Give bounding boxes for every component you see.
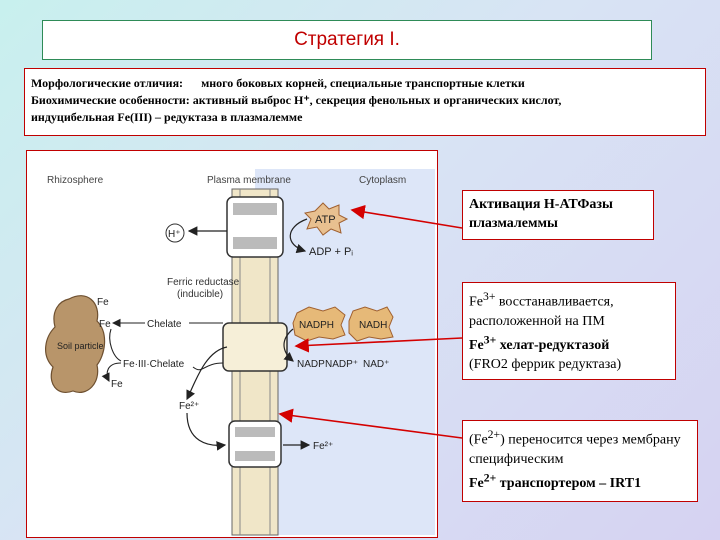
note-irt1-line1: ) переносится через мембрану специфическ… [469,432,681,467]
soil-particle-label: Soil particle [57,341,104,351]
atp-to-adp-arrow [289,218,308,254]
note-atpase-text: Активация H-АТФазы плазмалеммы [469,197,613,231]
cytoplasm-label: Cytoplasm [359,175,406,186]
note-reductase-line3: (FRO2 феррик редуктаза) [469,357,622,373]
fe-to-chelate-loop [109,328,122,362]
bio-text: активный выброс H⁺, секреция фенольных и… [192,93,562,107]
morph-row: Морфологические отличия: много боковых ко… [31,75,699,92]
morph-label: Морфологические отличия: [31,76,184,90]
fe2-uptake-arrow [186,412,227,451]
irt1-stripes-2 [235,451,275,461]
ferric-reductase-protein [222,322,288,372]
bio-label: Биохимические особенности: [31,93,190,107]
nadh-label: NADH [359,320,387,331]
note-irt1-line2: транспортером – IRT1 [496,476,642,492]
h-atpase-stripes [233,203,277,215]
rhizosphere-label: Rhizosphere [47,175,104,186]
nadph-star [292,306,346,342]
figure-box: Rhizosphere Plasma membrane Cytoplasm H⁺… [26,150,438,538]
reduction-arrow [186,346,228,401]
note-reductase-line1: восстанавливается, расположенной на ПМ [469,294,614,329]
note-reductase-fe-2: Fe [469,338,484,354]
h-plus-label: H⁺ [168,229,181,240]
fe-bottom-label: Fe [111,379,123,390]
chelate-label: Chelate [147,319,182,330]
nadph-oxidation-arrow [283,328,294,362]
nadh-star [348,306,394,342]
note-irt1-fe: (Fe [469,432,488,448]
note-irt1: (Fe2+) переносится через мембрану специф… [462,420,698,502]
h-atpase-stripes-2 [233,237,277,249]
soil-particle [45,295,106,393]
info-box: Морфологические отличия: много боковых ко… [24,68,706,136]
bio-row-2: индуцибельная Fe(III) – редуктаза в плаз… [31,109,699,126]
plasma-membrane-label: Plasma membrane [207,175,291,186]
nadp-label: NADP [297,359,325,370]
bio-text-2: индуцибельная Fe(III) – редуктаза в плаз… [31,110,303,124]
note-reductase-line2: хелат-редуктазой [496,338,610,354]
bio-row: Биохимические особенности: активный выбр… [31,92,699,109]
morph-text: много боковых корней, специальные трансп… [201,76,525,90]
fe-chelate-loop [192,362,224,371]
nadph-label: NADPH [299,320,334,331]
atp-label: ATP [315,214,336,226]
fe-top-label: Fe [97,297,109,308]
fe-mid-label: Fe [99,319,111,330]
h-plus-ion [165,223,185,243]
inducible-label: (inducible) [177,289,223,300]
ferric-reductase-label: Ferric reductase [167,277,240,288]
nad-label: NAD⁺ [363,359,389,370]
atp-star [303,202,349,236]
title-box: Стратегия I. [42,20,652,60]
fe2-plus-label: Fe²⁺ [179,401,199,412]
note-reductase: Fe3+ восстанавливается, расположенной на… [462,282,676,380]
irt1-stripes [235,427,275,437]
adp-label: ADP + Pᵢ [309,246,353,258]
note-reductase-fe-sup-2: 3+ [483,333,497,347]
note-atpase: Активация H-АТФазы плазмалеммы [462,190,654,240]
iron-uptake-diagram: Rhizosphere Plasma membrane Cytoplasm H⁺… [45,169,435,536]
note-irt1-fe-2: Fe [469,476,484,492]
note-irt1-fe-sup-2: 2+ [483,471,497,485]
nadp-plus-label: NADP⁺ [325,359,358,370]
fe2-in-label: Fe²⁺ [313,441,333,452]
fe-soil-loop [101,362,122,382]
note-irt1-fe-sup: 2+ [487,428,501,441]
note-reductase-fe-sup: 3+ [483,290,496,303]
note-reductase-fe: Fe [469,294,483,310]
fe-iii-chelate-label: Fe·III·Chelate [123,359,185,370]
page-title: Стратегия I. [294,29,400,50]
